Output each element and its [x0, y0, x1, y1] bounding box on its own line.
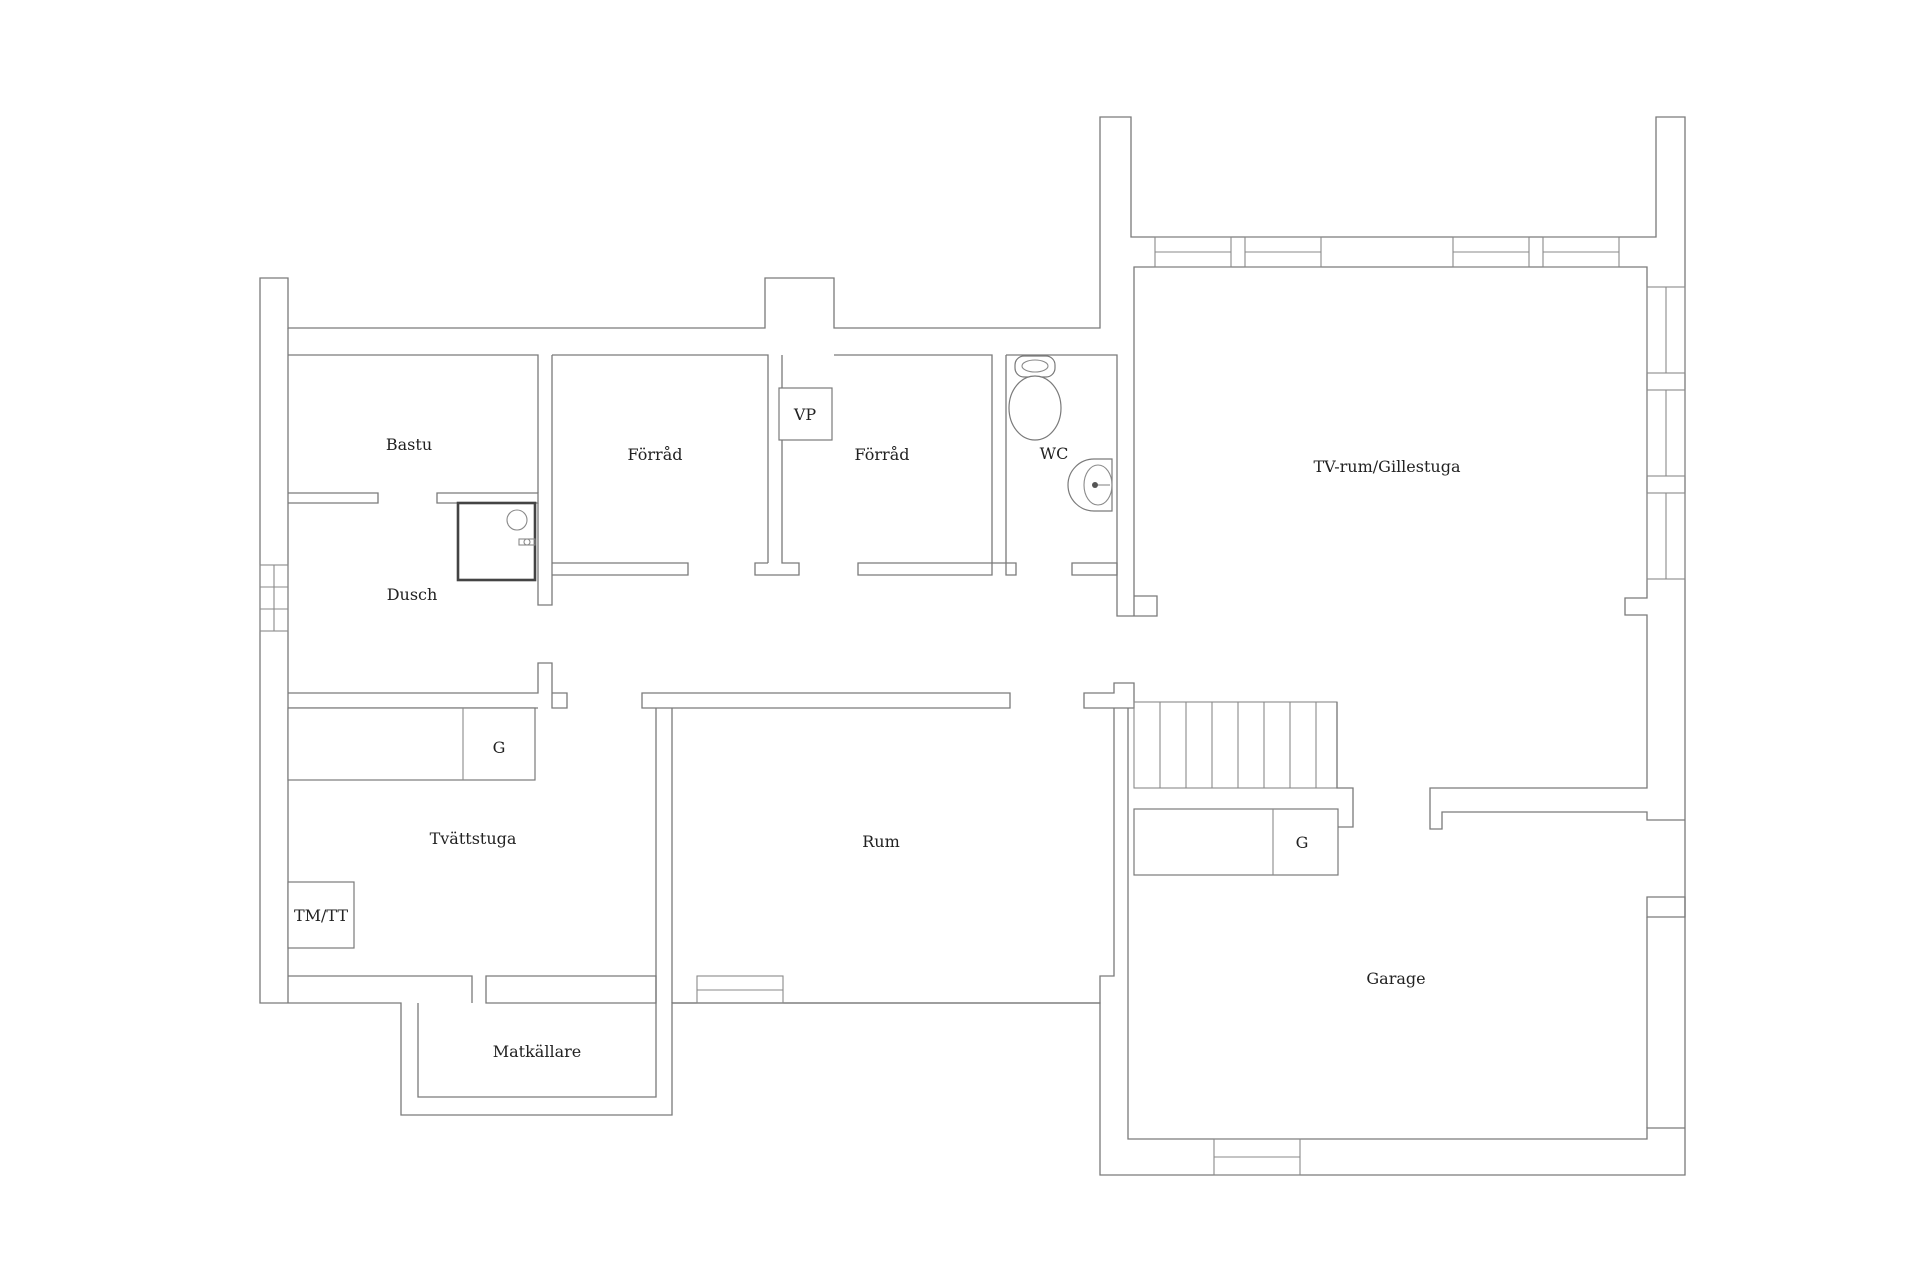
label-tm-tt: TM/TT — [294, 906, 348, 925]
vp-unit — [778, 387, 833, 441]
label-g-laundry: G — [493, 738, 506, 757]
g-box-laundry — [287, 707, 536, 781]
label-tv-rum: TV-rum/Gillestuga — [1313, 457, 1460, 476]
label-vp: VP — [793, 405, 817, 424]
label-garage: Garage — [1366, 969, 1425, 988]
label-dusch: Dusch — [387, 585, 438, 604]
windows — [259, 236, 1686, 1176]
label-forrad-2: Förråd — [855, 445, 910, 464]
label-wc: WC — [1040, 444, 1069, 463]
fixtures — [287, 355, 1354, 949]
staircase — [1133, 701, 1354, 828]
exterior-walls — [259, 116, 1686, 1176]
shower-tray — [456, 501, 537, 582]
label-forrad-1: Förråd — [628, 445, 683, 464]
label-rum: Rum — [862, 832, 900, 851]
label-bastu: Bastu — [386, 435, 432, 454]
tm-tt-box — [287, 881, 355, 949]
room-labels: Bastu Dusch Förråd VP Förråd WC TV-rum/G… — [294, 405, 1461, 1061]
label-matkallare: Matkällare — [493, 1042, 581, 1061]
sink-icon — [1067, 458, 1113, 512]
g-box-stair — [1133, 808, 1339, 876]
toilet-icon — [1008, 355, 1062, 441]
label-g-stair: G — [1296, 833, 1309, 852]
label-tvattstuga: Tvättstuga — [430, 829, 517, 848]
